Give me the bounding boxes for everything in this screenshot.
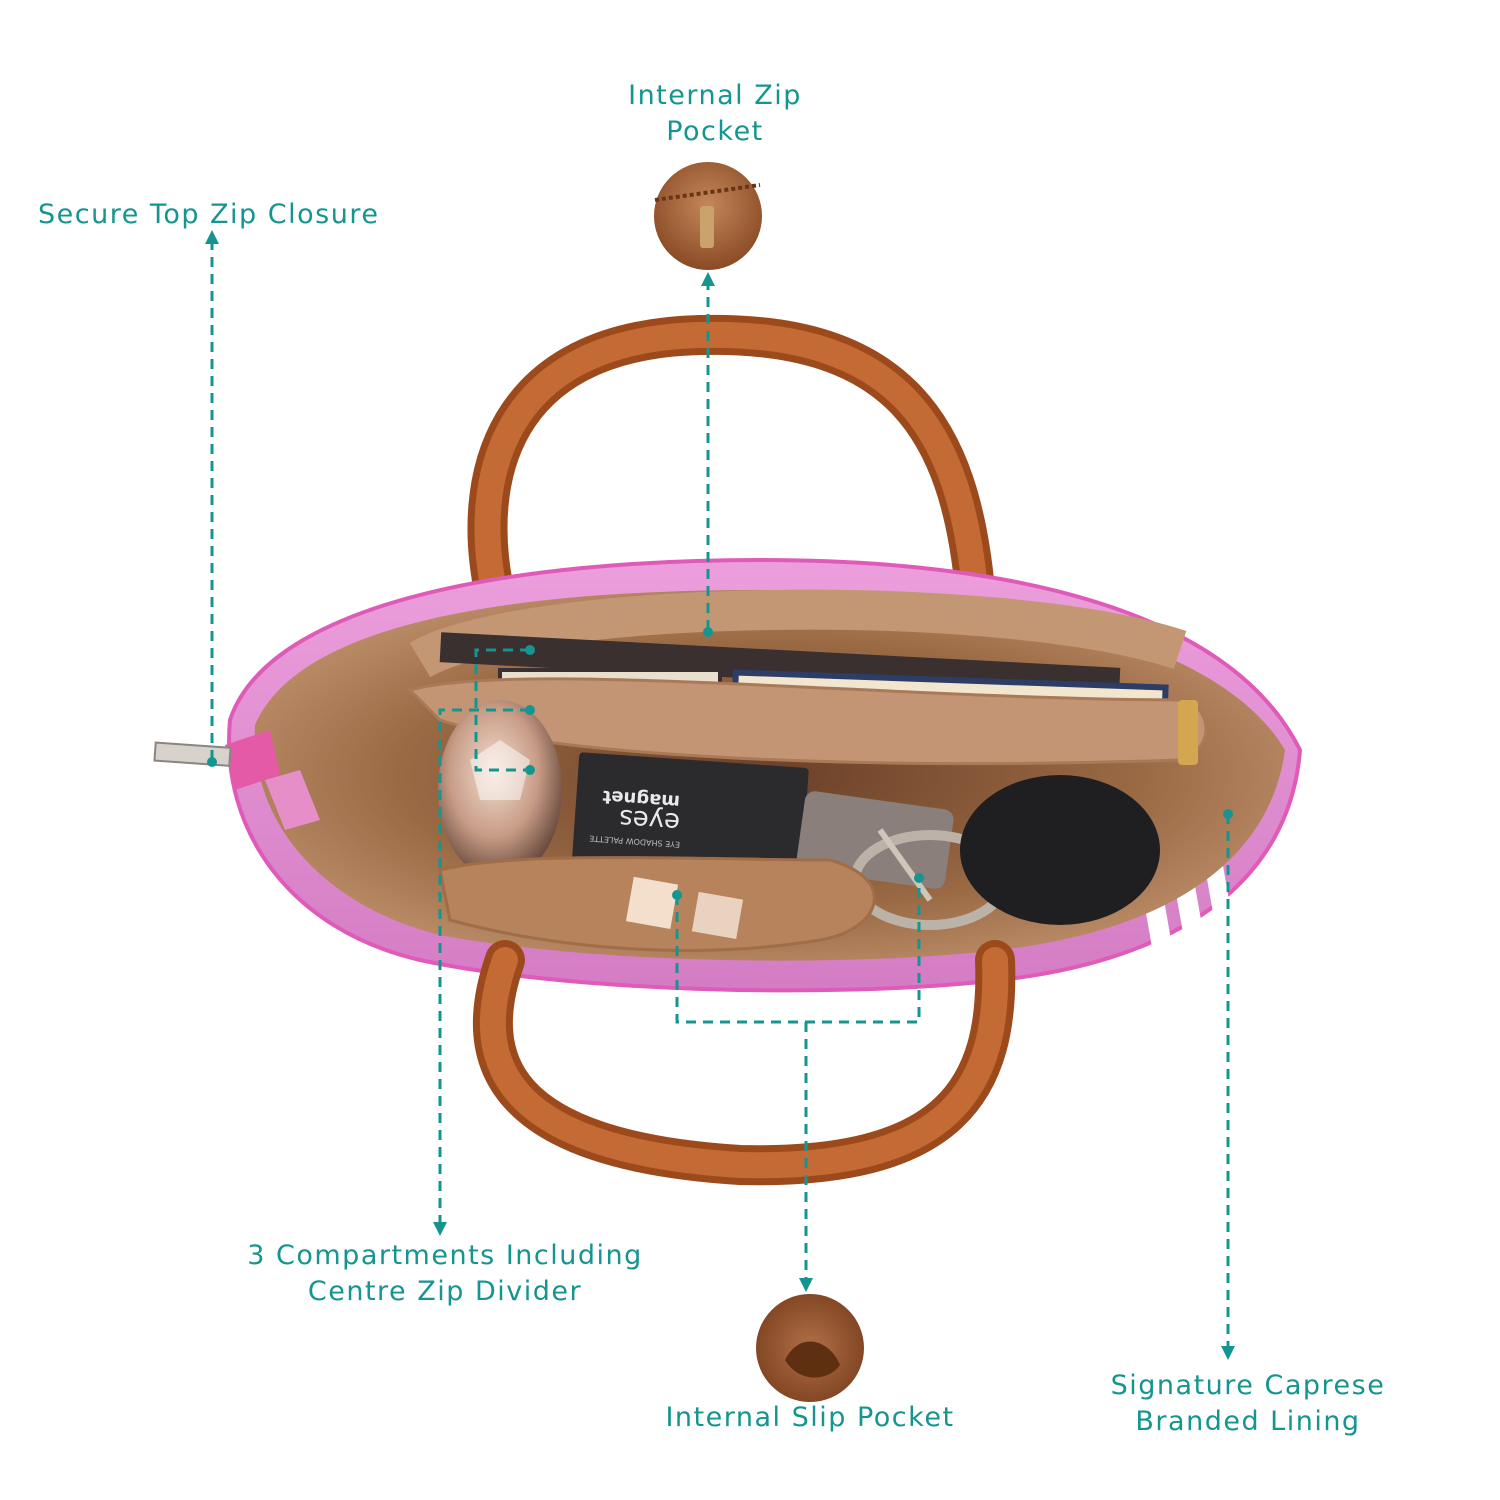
centre-zip-divider — [407, 677, 1208, 766]
internal-slip-pocket-inset — [756, 1294, 864, 1402]
internal-zip-pocket-label: Internal Zip Pocket — [628, 80, 802, 147]
zip-slider-icon — [700, 206, 714, 248]
cube-item — [691, 891, 744, 940]
palette-name: eyes — [618, 803, 681, 837]
secure-top-zip-closure-label: Secure Top Zip Closure — [38, 199, 380, 230]
leader-lines — [210, 240, 1230, 1352]
compartments-label: 3 Compartments Including Centre Zip Divi… — [247, 1240, 643, 1307]
bag-stripes — [1144, 858, 1234, 972]
diamond-item — [438, 700, 562, 880]
black-pouch — [960, 775, 1160, 925]
leader-arrows — [205, 230, 1235, 1360]
bottom-handle — [472, 940, 1016, 1186]
signature-lining-label: Signature Caprese Branded Lining — [1110, 1370, 1386, 1437]
eye-shadow-palette: magnet eyes EYE SHADOW PALETTE — [571, 752, 809, 888]
internal-zip-pocket-inset — [654, 162, 762, 270]
cube-item — [625, 876, 679, 929]
divider-zip-pull — [1178, 700, 1198, 765]
internal-slip-pocket-label: Internal Slip Pocket — [665, 1402, 955, 1433]
leader-dots — [207, 627, 1233, 900]
top-handle — [467, 314, 995, 615]
